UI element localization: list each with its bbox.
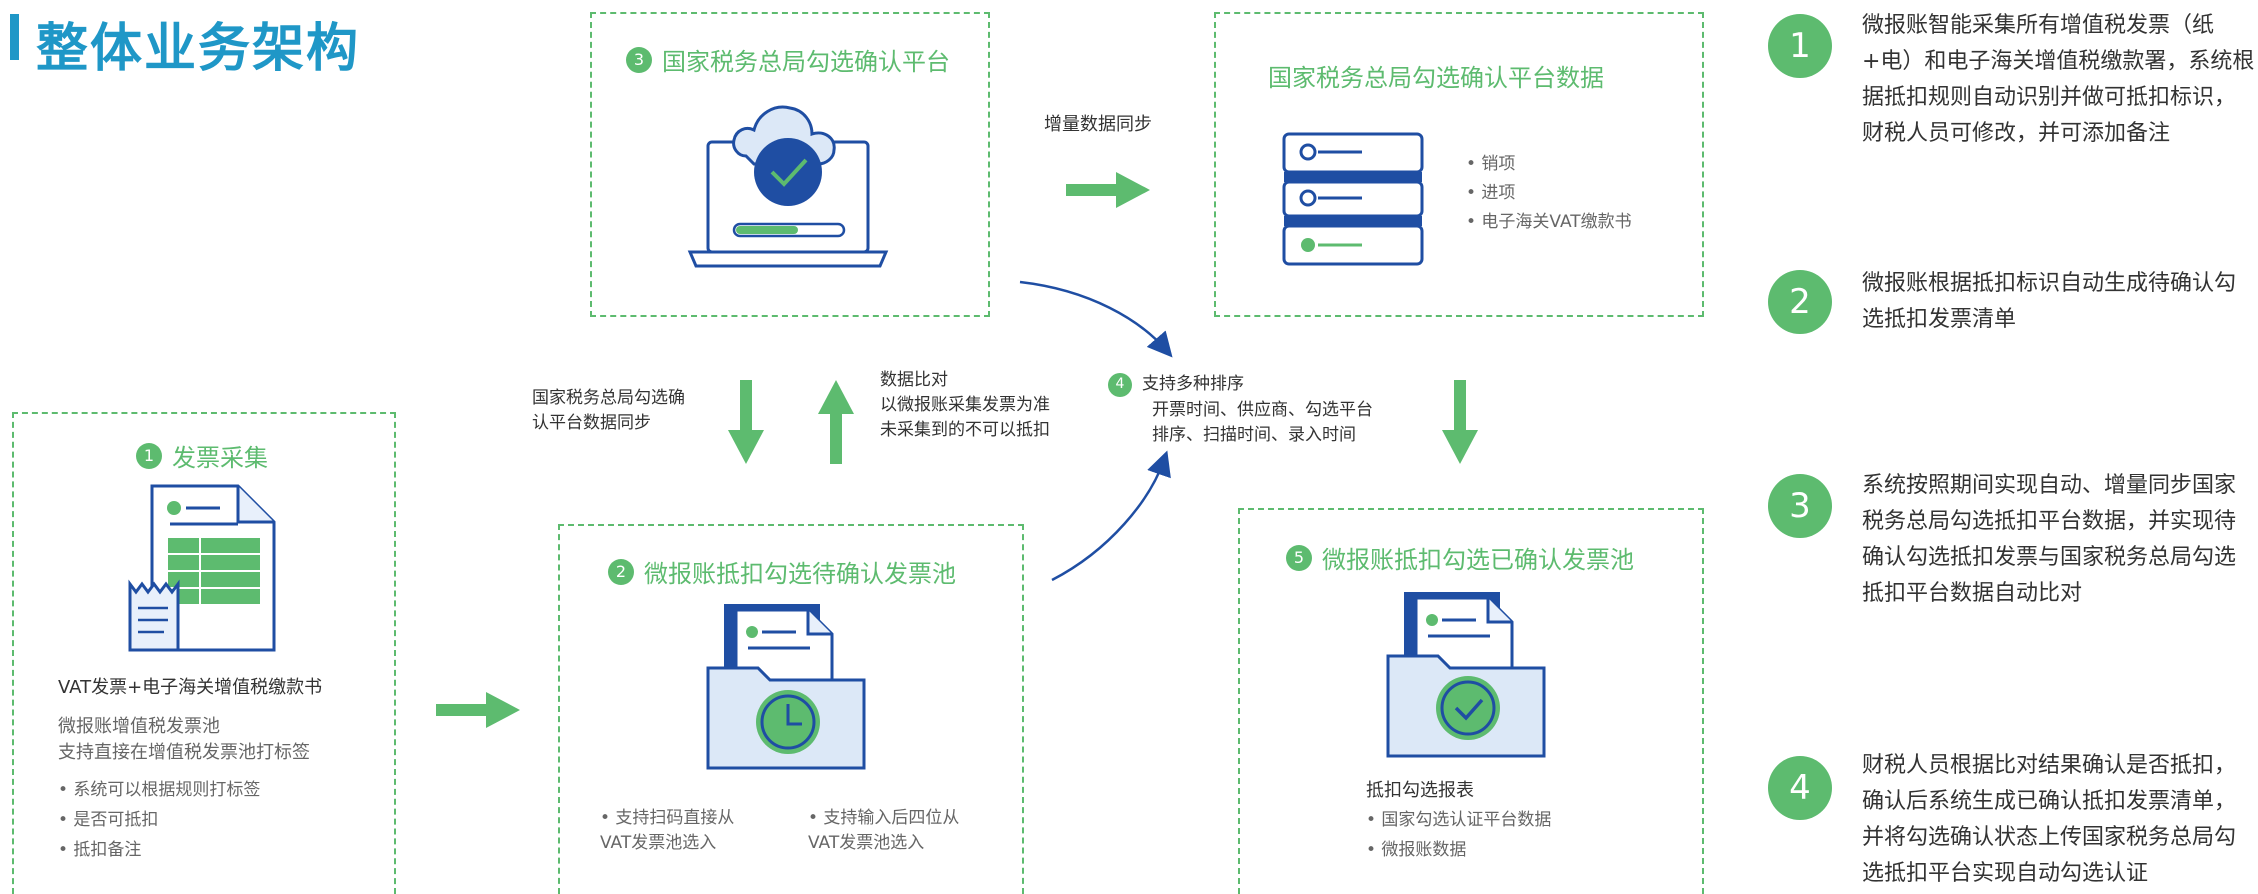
panel-tax-platform: [590, 12, 990, 317]
folder-clock-icon: [706, 604, 866, 770]
panel-platform-data-title: 国家税务总局勾选确认平台数据: [1268, 64, 1604, 92]
report-heading: 抵扣勾选报表: [1366, 780, 1474, 801]
arrow-right-icon: [436, 692, 520, 728]
data-compare-label: 数据比对 以微报账采集发票为准 未采集到的不可以抵扣: [880, 370, 1050, 440]
step-description: 系统按照期间实现自动、增量同步国家税务总局勾选抵扣平台数据，并实现待确认勾选抵扣…: [1862, 473, 2237, 606]
data-type-bullet: • 销项: [1466, 154, 1516, 174]
step-description: 微报账智能采集所有增值税发票（纸+电）和电子海关增值税缴款署，系统根据抵扣规则自…: [1862, 13, 2255, 146]
data-type-bullet: • 电子海关VAT缴款书: [1466, 212, 1632, 232]
step-number-badge: 2: [608, 558, 634, 585]
invoice-types-heading: VAT发票+电子海关增值税缴款书: [58, 677, 323, 698]
invoice-pool-desc-1: 微报账增值税发票池: [58, 716, 220, 737]
last-four-select-note: • 支持输入后四位从 VAT发票池选入: [808, 808, 960, 853]
arrow-right-icon: [1066, 172, 1150, 208]
step-number-circle: 4: [1768, 756, 1832, 820]
invoice-document-icon: [128, 484, 276, 652]
sort-options-detail: 开票时间、供应商、勾选平台 排序、扫描时间、录入时间: [1152, 400, 1373, 445]
panel-confirmed-pool-title: 5 微报账抵扣勾选已确认发票池: [1286, 540, 1634, 575]
panel-confirmed-pool: [1238, 508, 1704, 894]
data-type-bullet: • 进项: [1466, 183, 1516, 203]
increment-sync-label: 增量数据同步: [1044, 114, 1152, 135]
step-description: 财税人员根据比对结果确认是否抵扣，确认后系统生成已确认抵扣发票清单，并将勾选确认…: [1862, 753, 2237, 886]
collection-bullet: • 是否可抵扣: [58, 810, 159, 830]
arrow-up-icon: [818, 380, 854, 464]
step-number-badge: 1: [136, 442, 162, 469]
title-accent-bar: [10, 14, 19, 60]
step-number-badge: 3: [626, 46, 652, 73]
step-number-circle: 1: [1768, 14, 1832, 78]
platform-sync-label: 国家税务总局勾选确 认平台数据同步: [532, 388, 685, 433]
step-number-circle: 2: [1768, 270, 1832, 334]
server-database-icon: [1282, 132, 1424, 266]
step-number-badge: 5: [1286, 544, 1312, 571]
arrow-down-icon: [1442, 380, 1478, 464]
scan-select-note: • 支持扫码直接从 VAT发票池选入: [600, 808, 735, 853]
collection-bullet: • 系统可以根据规则打标签: [58, 780, 261, 800]
step-number-badge: 4: [1108, 372, 1132, 397]
invoice-pool-desc-2: 支持直接在增值税发票池打标签: [58, 742, 310, 763]
panel-invoice-collection: [12, 412, 396, 894]
panel-invoice-collection-title: 1 发票采集: [136, 438, 268, 473]
step-number-circle: 3: [1768, 474, 1832, 538]
sort-options-title: 4 支持多种排序: [1108, 372, 1244, 397]
report-bullet: • 国家勾选认证平台数据: [1366, 810, 1552, 830]
folder-check-icon: [1386, 592, 1546, 758]
laptop-cloud-check-icon: [687, 105, 889, 268]
arrow-down-icon: [728, 380, 764, 464]
panel-pending-pool-title: 2 微报账抵扣勾选待确认发票池: [608, 554, 956, 589]
collection-bullet: • 抵扣备注: [58, 840, 142, 860]
panel-pending-pool: [558, 524, 1024, 894]
panel-tax-platform-title: 3 国家税务总局勾选确认平台: [626, 42, 950, 77]
step-description: 微报账根据抵扣标识自动生成待确认勾选抵扣发票清单: [1862, 271, 2237, 332]
panel-platform-data: [1214, 12, 1704, 317]
page-title: 整体业务架构: [36, 19, 361, 79]
report-bullet: • 微报账数据: [1366, 840, 1467, 860]
